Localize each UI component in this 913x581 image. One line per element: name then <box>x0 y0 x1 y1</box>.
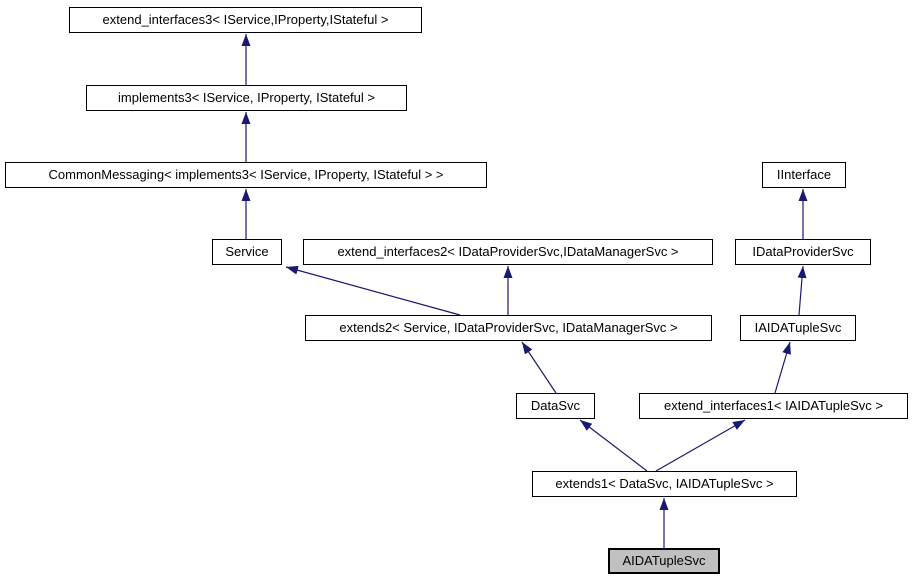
node-extends2[interactable]: extends2< Service, IDataProviderSvc, IDa… <box>305 315 712 341</box>
edge-extends2-to-service <box>285 265 461 316</box>
edge-extends1-to-extend-interfaces1 <box>655 419 746 472</box>
node-aidatuplesvc-current: AIDATupleSvc <box>608 548 720 574</box>
edge-extends1-to-datasvc <box>579 419 648 472</box>
node-extend-interfaces1[interactable]: extend_interfaces1< IAIDATupleSvc > <box>639 393 908 419</box>
node-datasvc[interactable]: DataSvc <box>516 393 595 419</box>
edge-extend-interfaces1-to-iaidatuplesvc <box>774 341 791 394</box>
edge-iaidatuplesvc-to-idataprovidersvc <box>797 265 807 316</box>
node-implements3[interactable]: implements3< IService, IProperty, IState… <box>86 85 407 111</box>
node-iaidatuplesvc[interactable]: IAIDATupleSvc <box>740 315 856 341</box>
node-extend-interfaces3[interactable]: extend_interfaces3< IService,IProperty,I… <box>69 7 422 33</box>
node-iinterface[interactable]: IInterface <box>762 162 846 188</box>
node-extends1[interactable]: extends1< DataSvc, IAIDATupleSvc > <box>532 471 797 497</box>
node-extend-interfaces2[interactable]: extend_interfaces2< IDataProviderSvc,IDa… <box>303 239 713 265</box>
node-service[interactable]: Service <box>212 239 282 265</box>
edge-datasvc-to-extends2 <box>521 341 557 394</box>
node-commonmessaging[interactable]: CommonMessaging< implements3< IService, … <box>5 162 487 188</box>
node-idataprovidersvc[interactable]: IDataProviderSvc <box>735 239 871 265</box>
